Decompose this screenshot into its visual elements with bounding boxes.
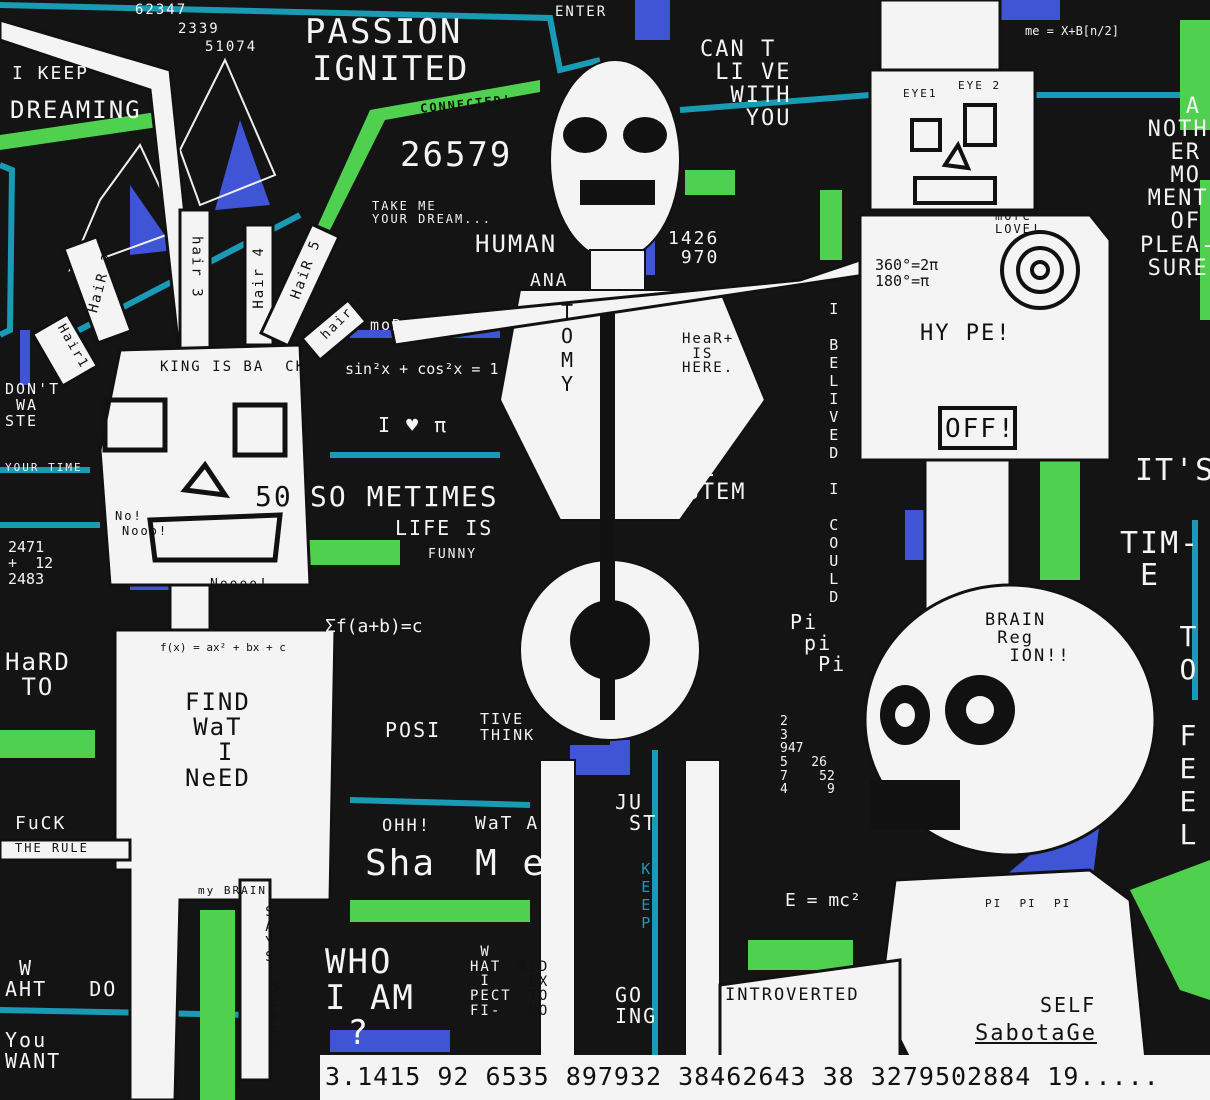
eye2-label: EYE 2 [958, 79, 1002, 92]
addition-sum: 2471 + 12 2483 [8, 538, 54, 588]
digits-column: 2 3 947 5 26 7 52 4 9 [780, 714, 835, 798]
pi-digits-text: 3.1415 92 6535 897932 38462643 38 327950… [325, 1062, 1160, 1091]
pi-pi-pi-label: PI PI PI [985, 897, 1072, 910]
funny-text: FUNNY [428, 547, 478, 562]
number-2339: 2339 [178, 21, 220, 37]
hard-to-text: HaRD TO [5, 648, 71, 702]
time-text: TIM- E [1120, 526, 1201, 593]
heart-is-here-text: HeaR+ IS HERE. [682, 331, 735, 377]
you-want-text: You WANT [5, 1028, 62, 1073]
pi-pi-pi-text: Pi pi Pi [790, 610, 847, 676]
ignited-text: IGNITED [312, 49, 470, 89]
self-text: SELF [1040, 993, 1097, 1017]
introverted-text: INTROVERTED [725, 985, 860, 1005]
the-rule-text: THE RULE [15, 841, 89, 855]
sin-cos-equation: sin²x + cos²x = 1 [345, 360, 499, 378]
fifty-text: 50 [255, 480, 293, 513]
shame-me-text: M e [475, 843, 547, 884]
fuck-text: FuCK [15, 813, 67, 834]
number-62347: 62347 [135, 2, 188, 18]
wata-text: WaT A [475, 813, 540, 834]
my-brain-text: my BRAIN [198, 884, 267, 897]
to-feel-text: TO FEEL [1171, 620, 1205, 851]
sigma-equation: Σf(a+b)=c [325, 616, 423, 637]
i-love-pi-text: I ♥ π [378, 413, 449, 437]
shame-sha-text: Sha [365, 843, 437, 884]
skeleton-details [563, 117, 667, 720]
tomy-text: TOMY [555, 300, 579, 396]
skeletal-system-text: S KELET AL SYSTEM [655, 411, 747, 506]
noooo-text: Noooo! [210, 577, 269, 592]
who-i-am-text: WHO I AM ? [325, 942, 415, 1054]
cant-live-with-you-text: CAN T LI VE WITH YOU [700, 37, 792, 132]
find-what-i-need-text: FIND WaT I NeED [185, 688, 251, 792]
take-me-text: TAKE ME YOUR DREAM... [372, 199, 492, 226]
skeleton-figure [498, 59, 767, 1061]
nooo-text: Nooo! [122, 524, 169, 538]
posi-text: POSI [385, 718, 442, 742]
enter-text: ENTER [555, 4, 608, 20]
off-text: OFF! [945, 414, 1016, 444]
did-ex-to-no-text: DID EX TO NO [518, 959, 550, 1020]
hair-3-label: hair 3 [188, 236, 205, 299]
number-26579: 26579 [400, 135, 513, 175]
more-love-text: more LOVE! [995, 209, 1042, 236]
eye1-label: EYE1 [903, 87, 938, 100]
its-text: IT'S [1135, 453, 1210, 488]
going-text: GO ING [615, 983, 658, 1028]
equation-me: me = X+B[n/2] [1025, 24, 1119, 38]
passion-text: PASSION [305, 12, 463, 52]
left-robot-face [102, 397, 288, 563]
what-i-pect-text: W HAT I PECT FI- [470, 944, 512, 1019]
love-text: LOVE [755, 1010, 812, 1034]
dont-waste-text: DON'T WA STE [5, 380, 61, 430]
number-51074: 51074 [205, 39, 258, 55]
sleep-text: SLEEP [267, 980, 283, 1055]
number-1426-970: 1426 970 [668, 228, 720, 268]
tive-think-text: TIVE THINK [480, 710, 536, 744]
what-do-text: W AHT DO [5, 956, 118, 1001]
sabotage-text: SabotaGe [975, 1021, 1097, 1046]
human-text: HUMAN [475, 230, 558, 258]
says-text: SAYS [261, 905, 277, 965]
sometimes-text: SO METIMES [310, 480, 499, 513]
angles-text: 360°=2π 180°=π [875, 256, 939, 290]
ohh-text: OHH! [382, 816, 431, 836]
hype-text: HY PE! [920, 321, 1012, 346]
right-robot-face [910, 103, 1080, 450]
just-text: JU ST [615, 790, 658, 835]
your-time-text: YOUR TIME [5, 461, 83, 474]
no-text: No! [115, 509, 143, 523]
ana-text: ANA [530, 270, 569, 291]
life-is-text: LIFE IS [395, 516, 494, 540]
keep-text: KEEP [636, 860, 655, 932]
i-believed-i-could-text: I BELIVED I COULD [824, 300, 843, 606]
hair-4-label: Hair 4 [250, 246, 267, 309]
quadratic-function: f(x) = ax² + bx + c [160, 641, 286, 654]
i-keep-text: I KEEP [12, 63, 90, 84]
another-moment-of-pleasure-text: A NOTH ER MO MENT OF PLEA- SURE [1140, 94, 1210, 281]
king-is-back-text: KING IS BA CK [160, 359, 307, 375]
dreaming-text: DREAMING [10, 96, 142, 124]
brain-region-text: BRAIN Reg ION!! [985, 610, 1071, 666]
pi-strip [320, 1055, 1210, 1100]
e-mc2-equation: E = mc² [785, 890, 861, 911]
more-matl-text: moRe MatI [370, 316, 470, 334]
